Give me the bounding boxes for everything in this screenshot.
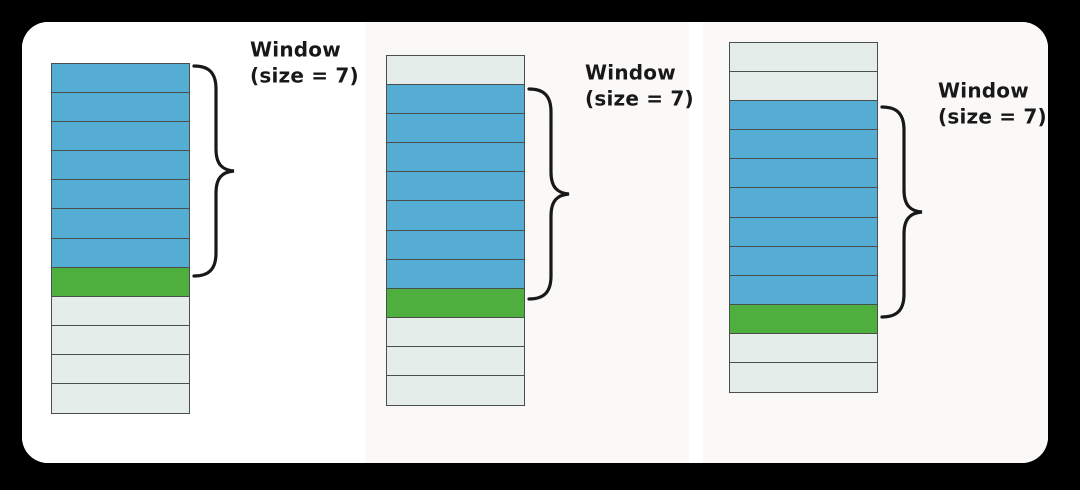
sequence-cell-blue (51, 237, 190, 269)
sequence-cell-green (386, 287, 525, 319)
window-label: Window (size = 7) (250, 37, 359, 88)
window-label-line2: (size = 7) (938, 104, 1047, 128)
sequence-cell-blue (729, 187, 878, 219)
sequence-cell-blue (729, 158, 878, 190)
window-label-line1: Window (250, 37, 341, 62)
sequence-cell-light (51, 353, 190, 385)
curly-brace-icon (880, 105, 923, 319)
cell-stack (729, 42, 878, 393)
sequence-cell-light (386, 375, 525, 406)
window-label: Window (size = 7) (938, 78, 1047, 129)
curly-brace-icon (192, 64, 235, 278)
sequence-cell-blue (386, 171, 525, 203)
sequence-cell-blue (386, 229, 525, 261)
panel-step-3: Window (size = 7) (703, 22, 1048, 463)
window-label-line1: Window (585, 60, 676, 85)
sequence-cell-blue (386, 200, 525, 232)
sequence-cell-blue (729, 216, 878, 248)
sequence-cell-green (51, 266, 190, 298)
curly-brace-icon (527, 87, 570, 301)
sequence-cell-blue (51, 179, 190, 211)
sequence-cell-light (729, 71, 878, 102)
sequence-cell-light (51, 324, 190, 356)
panel-step-2: Window (size = 7) (365, 22, 694, 463)
sequence-cell-light (729, 362, 878, 393)
sequence-cell-blue (386, 84, 525, 115)
sequence-cell-blue (51, 92, 190, 123)
sequence-cell-blue (729, 129, 878, 160)
sequence-cell-green (729, 303, 878, 335)
window-label: Window (size = 7) (585, 60, 694, 111)
sequence-cell-blue (51, 63, 190, 94)
sequence-cell-blue (729, 100, 878, 131)
sequence-cell-blue (386, 142, 525, 173)
panel-step-1: Window (size = 7) (22, 22, 365, 463)
sequence-cell-light (729, 42, 878, 73)
sequence-cell-blue (51, 121, 190, 152)
cell-stack (386, 55, 525, 406)
window-label-line1: Window (938, 78, 1029, 103)
sequence-cell-blue (51, 208, 190, 240)
sequence-cell-light (51, 383, 190, 414)
sequence-cell-blue (51, 150, 190, 181)
window-label-line2: (size = 7) (250, 63, 359, 87)
window-label-line2: (size = 7) (585, 86, 694, 110)
sequence-cell-blue (386, 113, 525, 144)
cell-stack (51, 63, 190, 414)
sequence-cell-light (386, 55, 525, 86)
sequence-cell-light (386, 316, 525, 348)
sequence-cell-blue (729, 245, 878, 277)
figure-card: Window (size = 7) Window (size = 7) (22, 22, 1048, 463)
sequence-cell-light (386, 345, 525, 377)
sequence-cell-blue (386, 258, 525, 290)
sequence-cell-light (729, 332, 878, 364)
sequence-cell-blue (729, 274, 878, 306)
sequence-cell-light (51, 295, 190, 327)
